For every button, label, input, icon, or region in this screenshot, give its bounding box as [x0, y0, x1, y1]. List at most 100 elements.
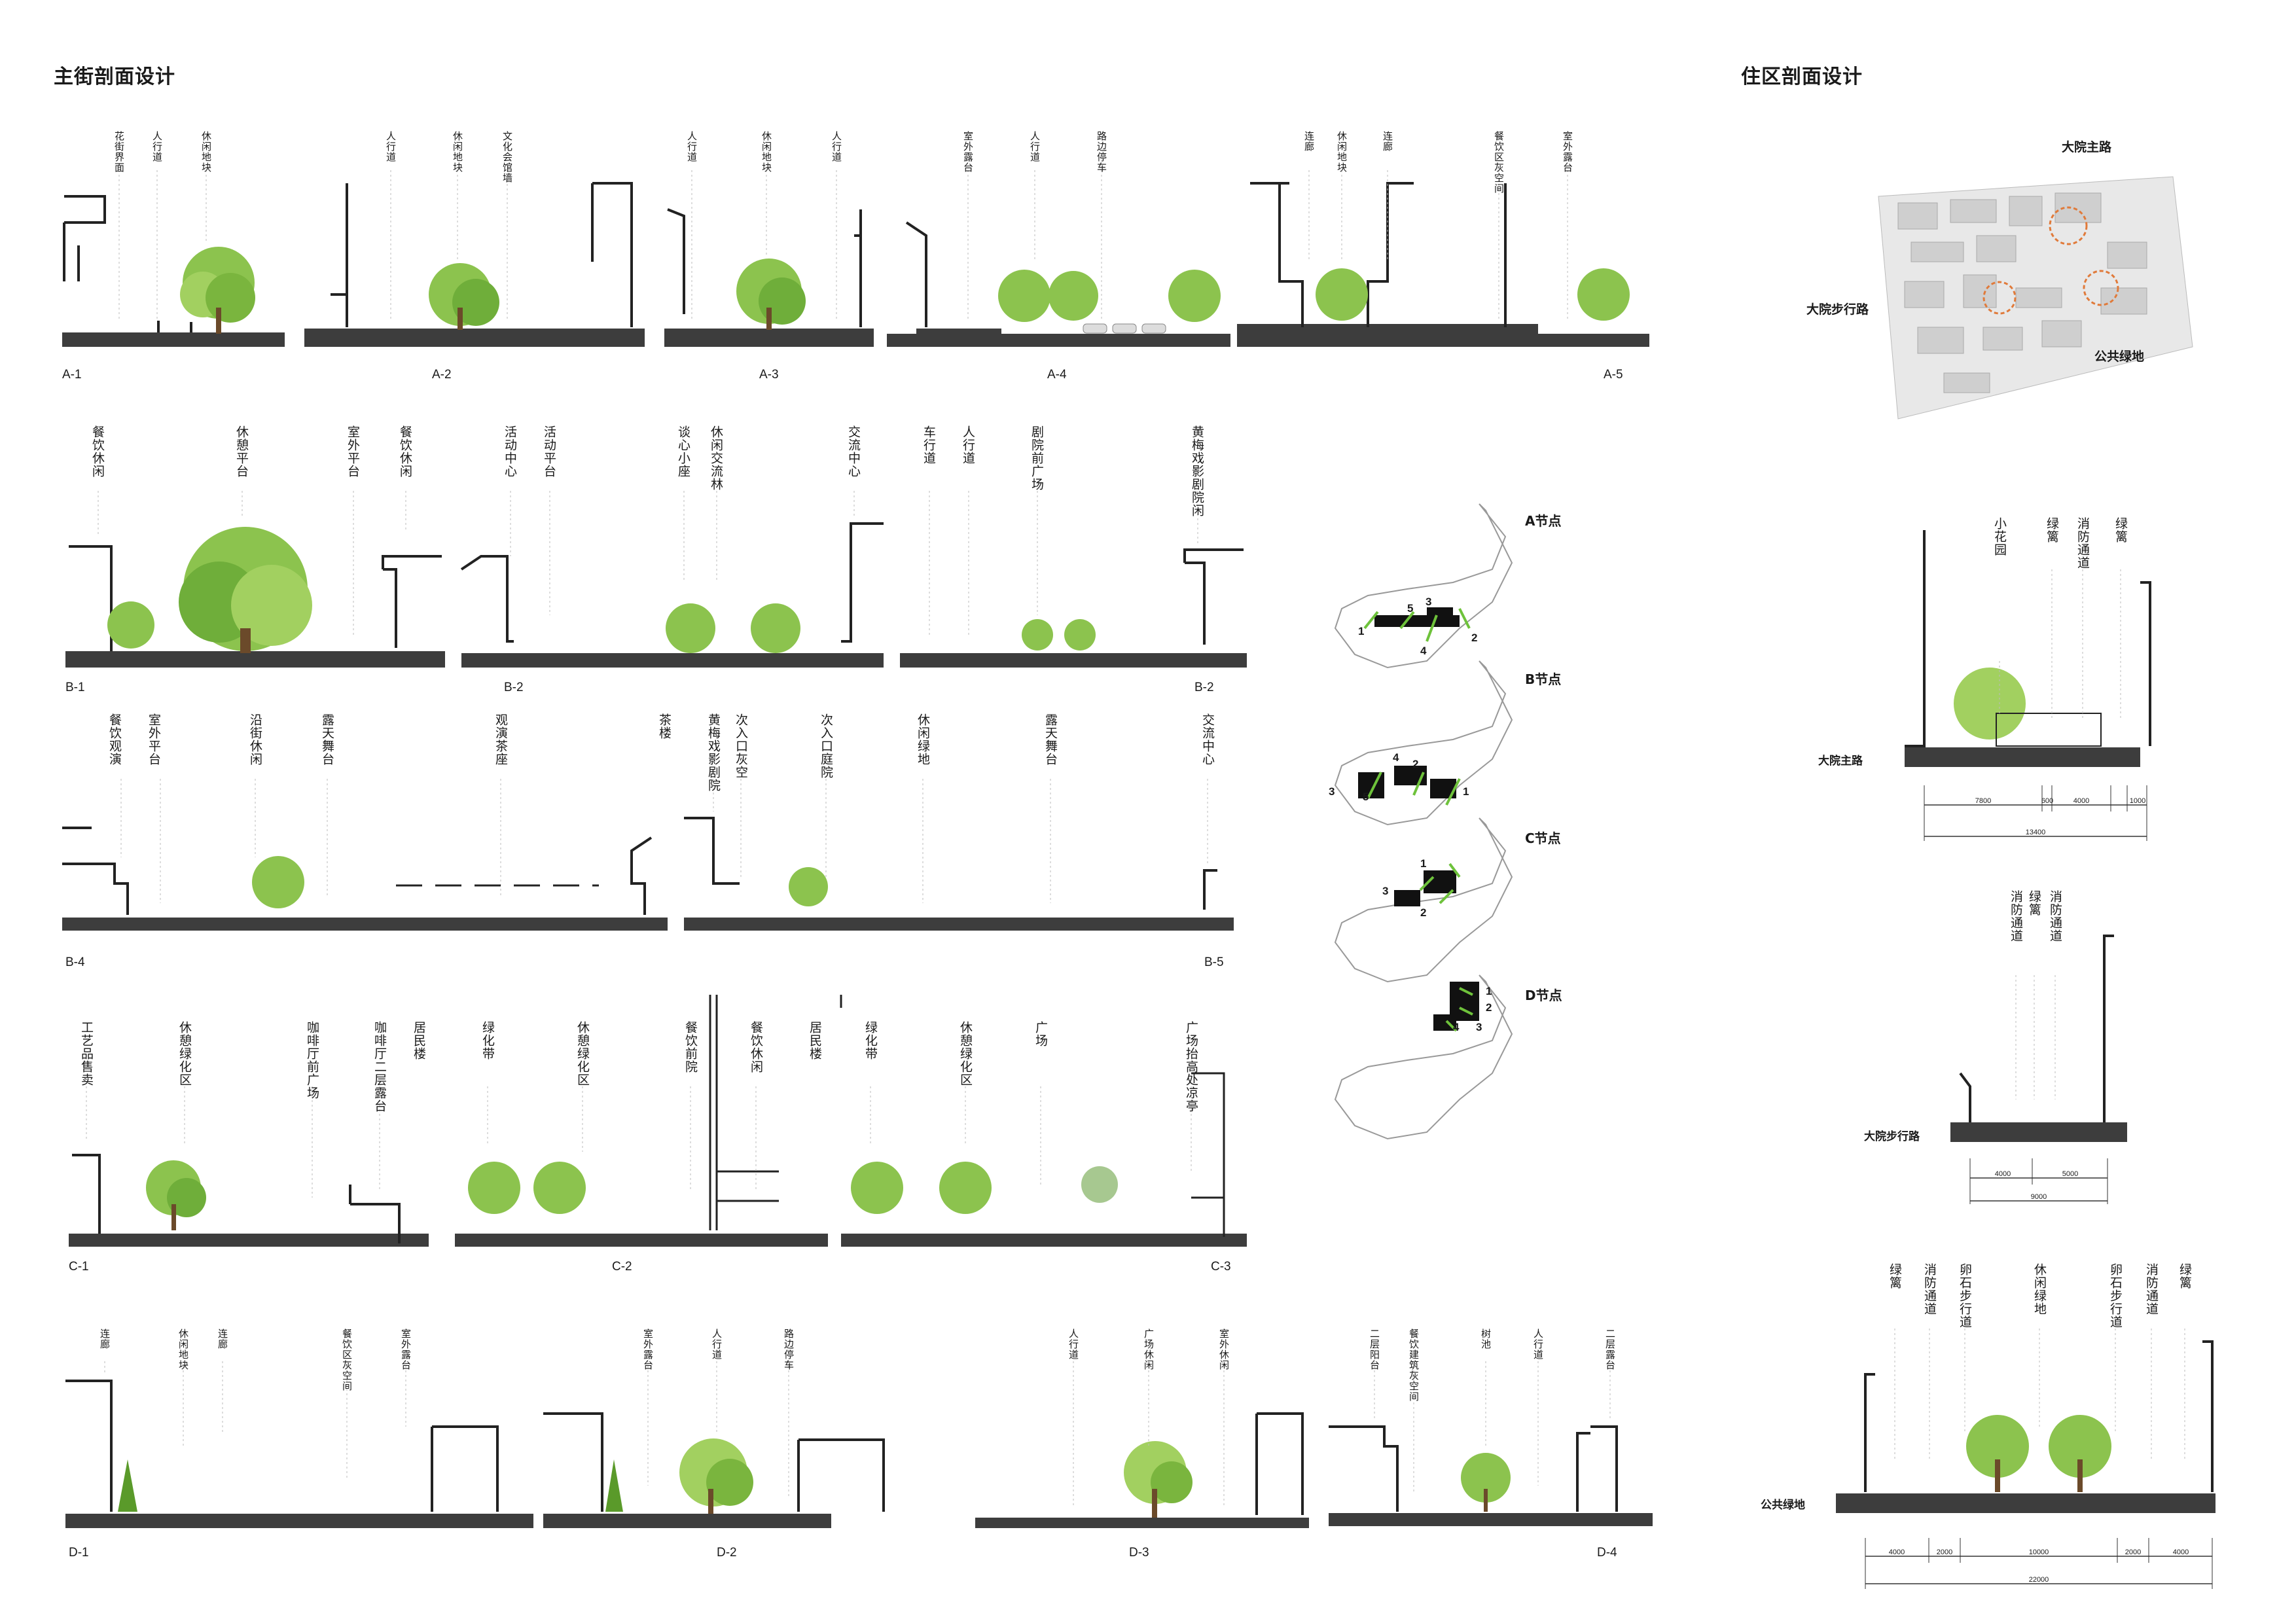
section-A1-drawing — [62, 170, 285, 347]
D4-tag-3: 树池 — [1480, 1329, 1492, 1349]
section-D2-drawing — [543, 1361, 885, 1528]
D1-tag-3: 连廊 — [217, 1329, 228, 1349]
C2-label: C-2 — [612, 1260, 632, 1274]
A3-tag-2: 休闲地块 — [761, 131, 772, 173]
D3-tag-3: 室外休闲 — [1218, 1329, 1230, 1370]
D3-tag-1: 人行道 — [1067, 1329, 1079, 1360]
node-B-label: B节点 — [1525, 671, 1562, 687]
node-A-num-1: 1 — [1358, 625, 1365, 637]
res-main-road-drawing — [1905, 530, 2151, 841]
B2b-tag-2: 人行道 — [961, 425, 975, 465]
A2-tag-2: 休闲地块 — [452, 131, 463, 173]
res-green-tag-3: 卵石步行道 — [1958, 1263, 1972, 1329]
B4-tag-6: 茶楼 — [657, 713, 672, 740]
section-D3-drawing — [975, 1361, 1309, 1528]
res-walk-dim-2: 5000 — [2062, 1170, 2079, 1178]
section-C3-drawing — [840, 995, 1247, 1247]
C1-tag-1: 工艺品售卖 — [79, 1021, 94, 1086]
B4-tag-3: 沿街休闲 — [248, 713, 262, 766]
node-diagrams-drawing — [1334, 503, 1513, 1140]
B2b-tag-3: 剧院前广场 — [1030, 425, 1044, 491]
B1-tag-1: 餐饮休闲 — [90, 425, 105, 478]
res-green-dim-2: 2000 — [1936, 1548, 1953, 1556]
C1-tag-2: 休憩绿化区 — [177, 1021, 192, 1086]
B5-tag-1: 黄梅戏影剧院 — [706, 713, 721, 792]
A2-label: A-2 — [432, 368, 452, 382]
res-green-tag-7: 绿篱 — [2178, 1263, 2192, 1289]
node-C-num-3: 3 — [1382, 885, 1389, 897]
res-main-tag-4: 绿篱 — [2113, 517, 2128, 543]
res-green-label: 公共绿地 — [1761, 1499, 1805, 1512]
B1-tag-4: 餐饮休闲 — [398, 425, 412, 478]
section-A5-drawing — [1237, 170, 1649, 347]
site-map-drawing — [1878, 176, 2193, 419]
res-walk-tag-3: 消防通道 — [2048, 890, 2062, 942]
A4-tag-3: 路边停车 — [1096, 131, 1107, 173]
section-D3: 人行道 广场休闲 室外休闲 D-3 — [975, 1322, 1316, 1571]
D1-tag-1: 连廊 — [99, 1329, 111, 1349]
section-C1-drawing — [69, 1086, 429, 1247]
A5-tag-4: 餐饮区灰空间 — [1493, 131, 1505, 194]
C3-label: C-3 — [1211, 1260, 1231, 1274]
section-B5: 黄梅戏影剧院 次入口灰空 次入口庭院 休闲绿地 露天舞台 交流中心 B-5 — [681, 707, 1244, 982]
section-A2-drawing — [304, 170, 645, 347]
section-C1: 工艺品售卖 休憩绿化区 咖啡厅前广场 咖啡厅二层露台 C-1 — [65, 1008, 432, 1283]
A3-tag-1: 人行道 — [686, 131, 698, 162]
B2b-tag-4: 黄梅戏影剧院闲 — [1190, 425, 1204, 517]
A1-tag-1: 花街界面 — [113, 131, 125, 173]
B1-tag-2: 休憩平台 — [234, 425, 249, 478]
res-main-label: 大院主路 — [1818, 755, 1863, 768]
section-D4: 二层阳台 餐饮建筑灰空间 树池 人行道 二层露台 D-4 — [1329, 1322, 1656, 1571]
C3-tag-1: 居民楼 — [808, 1021, 822, 1060]
res-green-tag-6: 消防通道 — [2144, 1263, 2159, 1315]
res-walk-tag-1: 消防通道 — [2009, 890, 2023, 942]
A2-tag-3: 文化会馆墙 — [501, 131, 513, 183]
res-green-dim-1: 4000 — [1888, 1548, 1905, 1556]
res-green-dim-4: 2000 — [2125, 1548, 2142, 1556]
C3-tag-5: 广场抬高处凉亭 — [1184, 1021, 1198, 1113]
B1-tag-3: 室外平台 — [346, 425, 360, 478]
res-walk-label: 大院步行路 — [1864, 1130, 1920, 1143]
B1-label: B-1 — [65, 681, 85, 694]
B2b-tag-1: 车行道 — [922, 425, 936, 465]
D4-tag-5: 二层露台 — [1604, 1329, 1616, 1370]
res-green-tag-4: 休闲绿地 — [2032, 1263, 2047, 1315]
B2a-tag-5: 交流中心 — [846, 425, 861, 478]
section-B4: 餐饮观演 室外平台 沿街休闲 露天舞台 观演茶座 茶楼 B-4 — [62, 707, 672, 982]
B5-tag-6: 交流中心 — [1200, 713, 1215, 766]
res-walk-dim-1: 4000 — [1994, 1170, 2011, 1178]
A5-tag-3: 连廊 — [1382, 131, 1393, 152]
node-A-num-5: 5 — [1407, 602, 1414, 615]
D2-tag-2: 人行道 — [711, 1329, 723, 1360]
res-green-tag-2: 消防通道 — [1922, 1263, 1937, 1315]
section-B2b: 车行道 人行道 剧院前广场 黄梅戏影剧院闲 B-2 — [897, 419, 1250, 694]
section-A4-drawing — [887, 170, 1230, 347]
section-B2b-drawing — [900, 491, 1247, 668]
section-D4-drawing — [1329, 1361, 1653, 1526]
D1-tag-5: 室外露台 — [400, 1329, 412, 1370]
B5-label: B-5 — [1204, 955, 1224, 969]
A3-label: A-3 — [759, 368, 779, 382]
node-C-label: C节点 — [1525, 830, 1561, 846]
B2a-tag-1: 活动中心 — [503, 425, 517, 478]
res-green-drawing — [1836, 1329, 2215, 1589]
D3-tag-2: 广场休闲 — [1143, 1329, 1155, 1370]
section-D2: 室外露台 人行道 路边停车 D-2 — [543, 1322, 1001, 1571]
res-walk-road-drawing — [1950, 935, 2127, 1204]
site-map: 大院主路 大院步行路 公共绿地 — [1793, 131, 2199, 425]
section-D1: 连廊 休闲地块 连廊 餐饮区灰空间 室外露台 D-1 — [65, 1322, 537, 1571]
B2a-tag-2: 活动平台 — [542, 425, 556, 478]
section-B2a: 活动中心 活动平台 谈心小座 休闲交流林 交流中心 B-2 — [455, 419, 887, 694]
D1-tag-4: 餐饮区灰空间 — [341, 1329, 353, 1391]
A2-tag-1: 人行道 — [385, 131, 397, 162]
C2-tag-5: 餐饮休闲 — [749, 1021, 763, 1073]
node-diagrams: A节点 B节点 C节点 D节点 1 2 3 4 5 1 2 3 4 5 1 2 … — [1329, 497, 1630, 1178]
res-walk-road: 消防通道 绿篱 消防通道 大院步行路 4000 5000 9000 — [1800, 883, 2206, 1211]
node-A-num-4: 4 — [1420, 645, 1427, 657]
B5-tag-4: 休闲绿地 — [916, 713, 930, 766]
section-D1-drawing — [65, 1361, 533, 1528]
node-B-num-2: 2 — [1412, 758, 1419, 770]
node-C-num-1: 1 — [1420, 857, 1427, 870]
D2-tag-1: 室外露台 — [642, 1329, 654, 1370]
section-B5-drawing — [684, 779, 1234, 931]
